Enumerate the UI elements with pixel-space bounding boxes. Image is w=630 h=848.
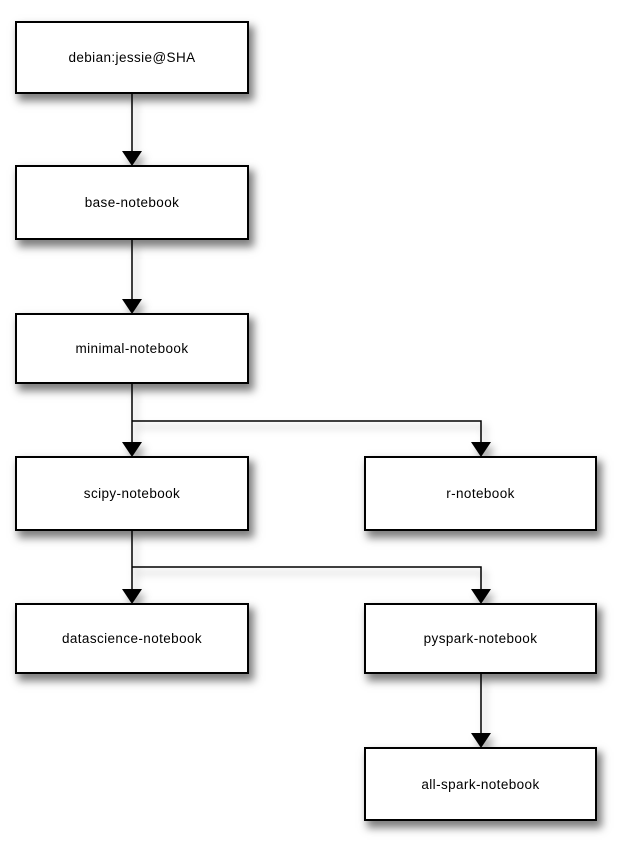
node-label: r-notebook [446, 486, 515, 501]
node-label: base-notebook [84, 195, 180, 210]
node-datascience-notebook: datascience-notebook [15, 603, 249, 674]
node-pyspark-notebook: pyspark-notebook [364, 603, 597, 674]
arrowhead-minimal-to-r [471, 442, 491, 457]
node-r-notebook: r-notebook [364, 456, 597, 531]
node-label: scipy-notebook [83, 486, 181, 501]
node-all-spark-notebook: all-spark-notebook [364, 747, 597, 821]
node-base-notebook: base-notebook [15, 165, 249, 240]
arrowhead-debian-to-base [122, 151, 142, 166]
arrowhead-minimal-to-scipy [122, 442, 142, 457]
edge-scipy-to-pyspark [132, 566, 482, 591]
node-label: debian:jessie@SHA [68, 50, 196, 65]
arrowhead-scipy-to-datascience [122, 589, 142, 604]
node-minimal-notebook: minimal-notebook [15, 313, 249, 384]
arrowhead-pyspark-to-allspark [471, 733, 491, 748]
node-label: datascience-notebook [61, 631, 203, 646]
node-label: pyspark-notebook [423, 631, 538, 646]
node-debian-jessie: debian:jessie@SHA [15, 21, 249, 94]
node-label: minimal-notebook [75, 341, 189, 356]
edge-minimal-to-r [132, 420, 482, 444]
node-scipy-notebook: scipy-notebook [15, 456, 249, 531]
arrowhead-base-to-minimal [122, 299, 142, 314]
node-label: all-spark-notebook [421, 776, 540, 792]
arrowhead-scipy-to-pyspark [471, 589, 491, 604]
